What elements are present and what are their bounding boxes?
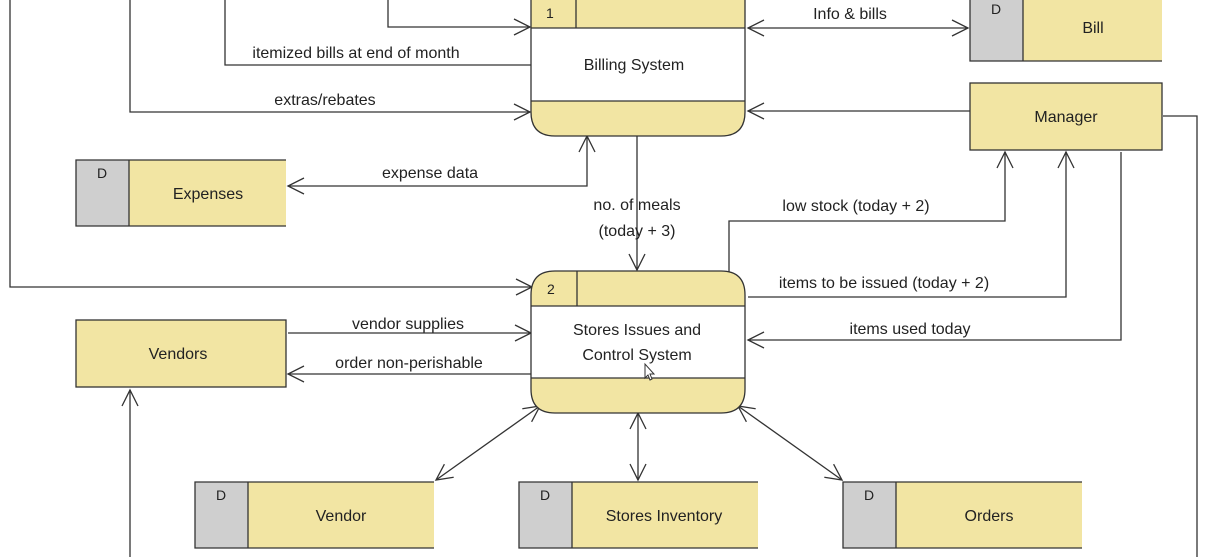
flow-line-items-issued[interactable] <box>748 150 1075 298</box>
label-vendor-supplies: vendor supplies <box>352 316 464 333</box>
flow-line-top-a[interactable] <box>387 0 532 36</box>
label-items-used: items used today <box>850 321 971 338</box>
stores-process-number: 2 <box>547 281 555 297</box>
expenses-tag: D <box>97 165 107 181</box>
stores-inventory-name: Stores Inventory <box>606 508 723 525</box>
flow-line-stores-orders[interactable] <box>736 405 844 481</box>
flow-line-manager-right[interactable] <box>1163 115 1198 557</box>
billing-process-name: Billing System <box>584 57 684 74</box>
label-low-stock: low stock (today + 2) <box>782 198 929 215</box>
datastore-vendor[interactable]: D Vendor <box>194 481 434 549</box>
flow-line-extras-rebates[interactable] <box>129 0 532 121</box>
flow-line-low-stock[interactable] <box>728 150 1014 272</box>
bill-tag: D <box>991 1 1001 17</box>
datastore-bill[interactable]: D Bill <box>969 0 1162 62</box>
flow-line-expense-data[interactable] <box>286 134 596 195</box>
stores-process-name-line1: Stores Issues and <box>573 322 701 339</box>
label-extras-rebates: extras/rebates <box>274 92 375 109</box>
vendor-name: Vendor <box>316 508 367 525</box>
vendors-name: Vendors <box>149 346 208 363</box>
flow-line-left-to-stores[interactable] <box>9 0 534 296</box>
connectors <box>9 0 1198 557</box>
process-billing-system[interactable]: 1 Billing System <box>530 0 746 137</box>
entity-manager[interactable]: Manager <box>969 82 1163 151</box>
flow-line-items-used[interactable] <box>746 152 1122 349</box>
vendor-tag: D <box>216 487 226 503</box>
label-no-of-meals-2: (today + 3) <box>599 223 676 240</box>
flow-line-stores-vendor[interactable] <box>434 405 542 481</box>
label-items-issued: items to be issued (today + 2) <box>779 275 989 292</box>
datastore-stores-inventory[interactable]: D Stores Inventory <box>518 481 758 549</box>
orders-name: Orders <box>965 508 1014 525</box>
entity-vendors[interactable]: Vendors <box>75 319 287 388</box>
process-stores-issues-control[interactable]: 2 Stores Issues and Control System <box>530 270 746 414</box>
flow-labels: Info & bills itemized bills at end of mo… <box>252 6 989 372</box>
datastore-orders[interactable]: D Orders <box>842 481 1082 549</box>
billing-process-number: 1 <box>546 5 554 21</box>
mouse-cursor-icon <box>644 362 656 381</box>
label-no-of-meals-1: no. of meals <box>593 197 680 214</box>
stores-process-name-line2: Control System <box>582 347 691 364</box>
flow-line-itemized-bills[interactable] <box>224 0 531 66</box>
manager-name: Manager <box>1034 109 1098 126</box>
label-info-bills: Info & bills <box>813 6 887 23</box>
stores-inventory-tag: D <box>540 487 550 503</box>
datastore-expenses[interactable]: D Expenses <box>75 159 286 227</box>
bill-name: Bill <box>1082 20 1103 37</box>
label-order-non-perishable: order non-perishable <box>335 355 483 372</box>
label-itemized-bills: itemized bills at end of month <box>252 45 459 62</box>
orders-tag: D <box>864 487 874 503</box>
label-expense-data: expense data <box>382 165 478 182</box>
expenses-name: Expenses <box>173 186 243 203</box>
